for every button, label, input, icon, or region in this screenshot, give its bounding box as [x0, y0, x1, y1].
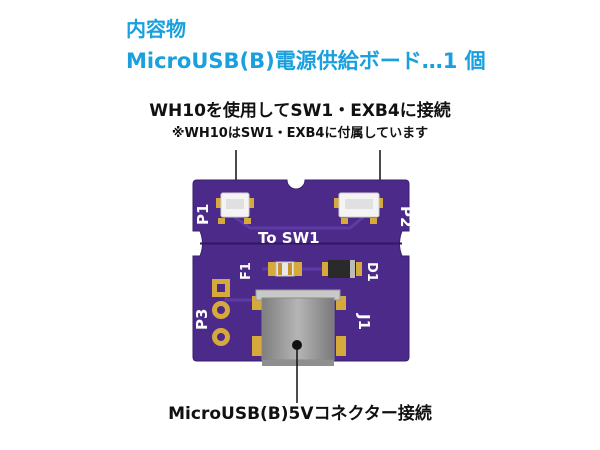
silk-to-sw1: To SW1	[258, 229, 320, 247]
product-title: MicroUSB(B)電源供給ボード…1 個	[126, 49, 486, 73]
silk-j1: J1	[355, 313, 373, 330]
d1-diode	[322, 260, 362, 278]
contents-heading: 内容物	[126, 17, 186, 41]
silk-p2: P2	[397, 206, 415, 227]
p1-connector	[216, 192, 254, 224]
silk-p3: P3	[193, 309, 211, 330]
j1-micro-usb-connector	[252, 289, 346, 366]
p3-header	[212, 279, 230, 346]
included-note: ※WH10はSW1・EXB4に付属しています	[171, 126, 429, 141]
connector-caption: MicroUSB(B)5Vコネクター接続	[168, 404, 432, 424]
silk-d1: D1	[364, 262, 379, 282]
p2-connector	[334, 192, 383, 224]
callout-dot-j1	[292, 340, 302, 350]
silk-f1: F1	[239, 262, 254, 280]
silk-p1: P1	[194, 204, 212, 225]
f1-fuse	[268, 261, 302, 277]
connect-instruction: WH10を使用してSW1・EXB4に接続	[149, 101, 451, 121]
